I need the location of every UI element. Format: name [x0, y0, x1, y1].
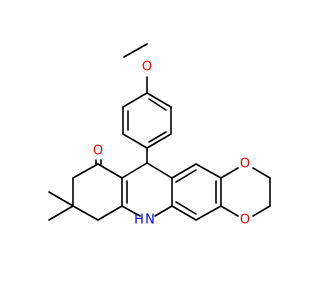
bond-ch-right: [146, 162, 173, 179]
bond-cyclo-4: [72, 205, 99, 221]
bond-benz-1-inner: [175, 169, 197, 183]
bond-dioxane-ch2-upper: [252, 167, 271, 179]
bond-ch-left: [121, 162, 148, 179]
bond-aryl-inner-b: [148, 131, 167, 143]
bond-aryl-4: [146, 133, 172, 149]
carbonyl-oxygen-label: O: [93, 144, 103, 159]
amine-nitrogen-label: N: [145, 213, 155, 228]
bond-benz-2: [195, 163, 222, 179]
bond-aryl-inner-c: [148, 98, 167, 111]
bond-aryl-6: [146, 92, 172, 108]
bond-cyclo-1: [97, 163, 123, 179]
bond-benz-5-inner: [175, 201, 197, 215]
amine-hydrogen-label: H: [134, 213, 144, 228]
dioxane-oxygen-lower-label: O: [240, 213, 250, 228]
bond-benz-4: [195, 205, 222, 221]
bond-central-n-left: [121, 205, 141, 217]
bond-aryl-1: [122, 92, 148, 108]
bond-benz-1: [171, 163, 197, 179]
bond-cyclo-5: [97, 205, 123, 221]
dioxane-oxygen-upper-label: O: [240, 157, 250, 172]
bond-dioxane-o-upper: [220, 167, 239, 179]
molecule-structure-diagram: O O O O N H: [48, 43, 271, 228]
atom-labels: O O O O N H: [93, 60, 250, 228]
bond-methyl-a: [48, 191, 74, 207]
bond-cyclo-2: [72, 163, 99, 179]
bond-benz-5: [171, 205, 197, 221]
bond-lines: [48, 43, 271, 221]
bond-aryl-3: [122, 133, 148, 149]
bond-dioxane-ch2-lower: [252, 205, 271, 217]
bond-central-n-right: [154, 205, 173, 217]
bond-methyl-methoxy: [123, 43, 148, 58]
bond-methyl-b: [48, 205, 74, 221]
bond-dioxane-o-lower: [220, 205, 239, 217]
methoxy-oxygen-label: O: [142, 60, 152, 75]
